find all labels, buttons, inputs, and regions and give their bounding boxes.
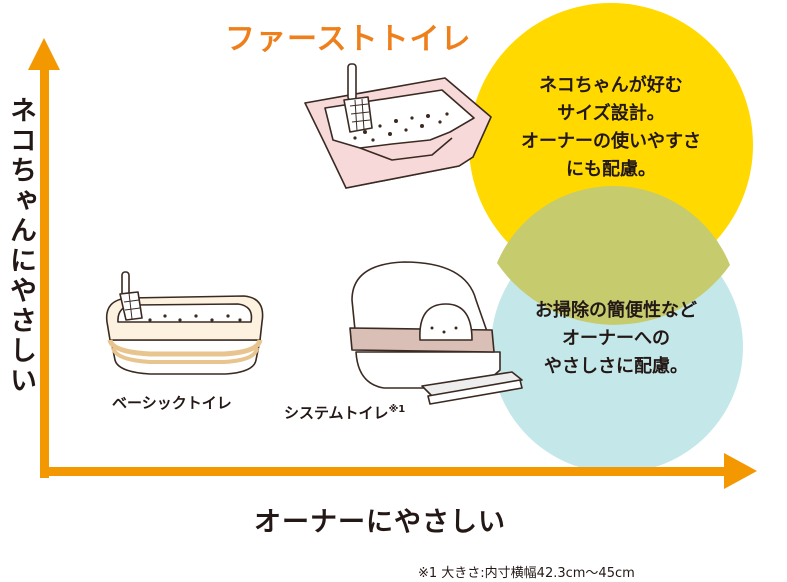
- basic-toilet-illustration: [105, 271, 264, 375]
- feature-line: にも配慮。: [566, 159, 656, 180]
- feature-line: オーナーへの: [562, 328, 670, 349]
- system-toilet-name: システムトイレ: [284, 404, 389, 422]
- feature-line: やさしさに配慮。: [544, 356, 688, 377]
- feature-line: サイズ設計。: [557, 103, 665, 124]
- footnote-mark: ※1: [388, 404, 406, 415]
- basic-toilet-label: ベーシックトイレ: [112, 394, 232, 412]
- x-axis-label: オーナーにやさしい: [254, 507, 506, 538]
- first-toilet-title: ファーストトイレ: [225, 22, 472, 57]
- size-footnote: ※1 大きさ:内寸横幅42.3cm〜45cm: [418, 566, 635, 581]
- x-axis: [40, 453, 757, 489]
- first-toilet-feature-text: ネコちゃんが好む サイズ設計。 オーナーの使いやすさ にも配慮。: [486, 72, 736, 184]
- y-axis: [28, 38, 60, 478]
- system-toilet-label: システムトイレ※1: [284, 402, 405, 423]
- owner-feature-text: お掃除の簡便性など オーナーへの やさしさに配慮。: [496, 297, 736, 381]
- first-toilet-illustration: [304, 63, 492, 189]
- feature-line: お掃除の簡便性など: [535, 300, 697, 321]
- y-axis-label: ネコちゃんにやさしい: [5, 96, 36, 396]
- feature-line: ネコちゃんが好む: [539, 75, 683, 96]
- circle-overlap: [497, 185, 730, 325]
- feature-line: オーナーの使いやすさ: [521, 131, 701, 152]
- system-toilet-illustration: [349, 261, 523, 405]
